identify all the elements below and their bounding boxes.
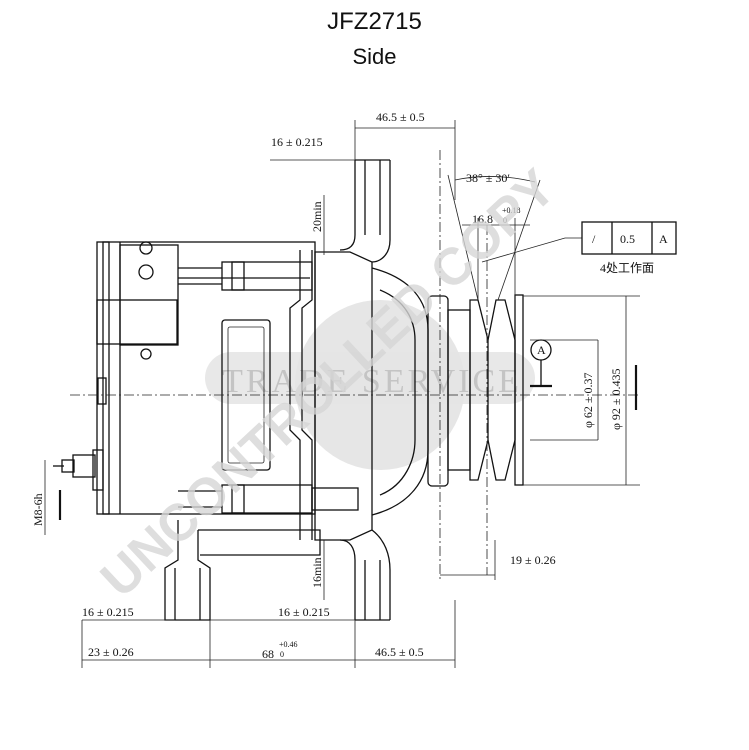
dim-bottom-right: 46.5 ± 0.5 xyxy=(375,645,424,659)
alternator-outline xyxy=(53,159,552,621)
dimension-geometry xyxy=(44,120,677,668)
dim-groove-width: 16.8 xyxy=(472,212,493,226)
tolerance-value: 0.5 xyxy=(620,232,635,246)
dim-diameter-92: φ 92 ± 0.435 xyxy=(609,368,623,430)
tolerance-symbol: / xyxy=(592,232,596,246)
dim-bottom-mid-bracket: 16 ± 0.215 xyxy=(278,605,330,619)
drawing-title: JFZ2715 xyxy=(327,8,422,35)
dim-right-offset: 19 ± 0.26 xyxy=(510,553,556,567)
dim-min-top: 20min xyxy=(310,201,324,232)
watermark-seal-band xyxy=(205,352,535,404)
tolerance-note: 4处工作面 xyxy=(600,261,654,275)
dim-groove-tol-upper: +0.18 xyxy=(502,206,521,215)
dim-min-bottom: 16min xyxy=(310,557,324,588)
dim-bottom-left-bracket: 16 ± 0.215 xyxy=(82,605,134,619)
dim-diameter-62: φ 62 ± 0.37 xyxy=(581,372,595,428)
dim-top-bracket: 16 ± 0.215 xyxy=(271,135,323,149)
dim-groove-tol-lower: 0 xyxy=(503,216,507,225)
dim-thread: M8-6h xyxy=(31,493,45,526)
dim-angle: 38° ± 30′ xyxy=(466,171,510,185)
dim-bottom-left: 23 ± 0.26 xyxy=(88,645,134,659)
dim-bottom-span: 68 xyxy=(262,647,274,661)
dim-bottom-span-tol-lower: 0 xyxy=(280,650,284,659)
tolerance-datum: A xyxy=(659,232,668,246)
drawing-subtitle: Side xyxy=(352,44,397,69)
dim-top-width: 46.5 ± 0.5 xyxy=(376,110,425,124)
datum-label: A xyxy=(537,343,546,357)
dim-bottom-span-tol-upper: +0.46 xyxy=(279,640,298,649)
